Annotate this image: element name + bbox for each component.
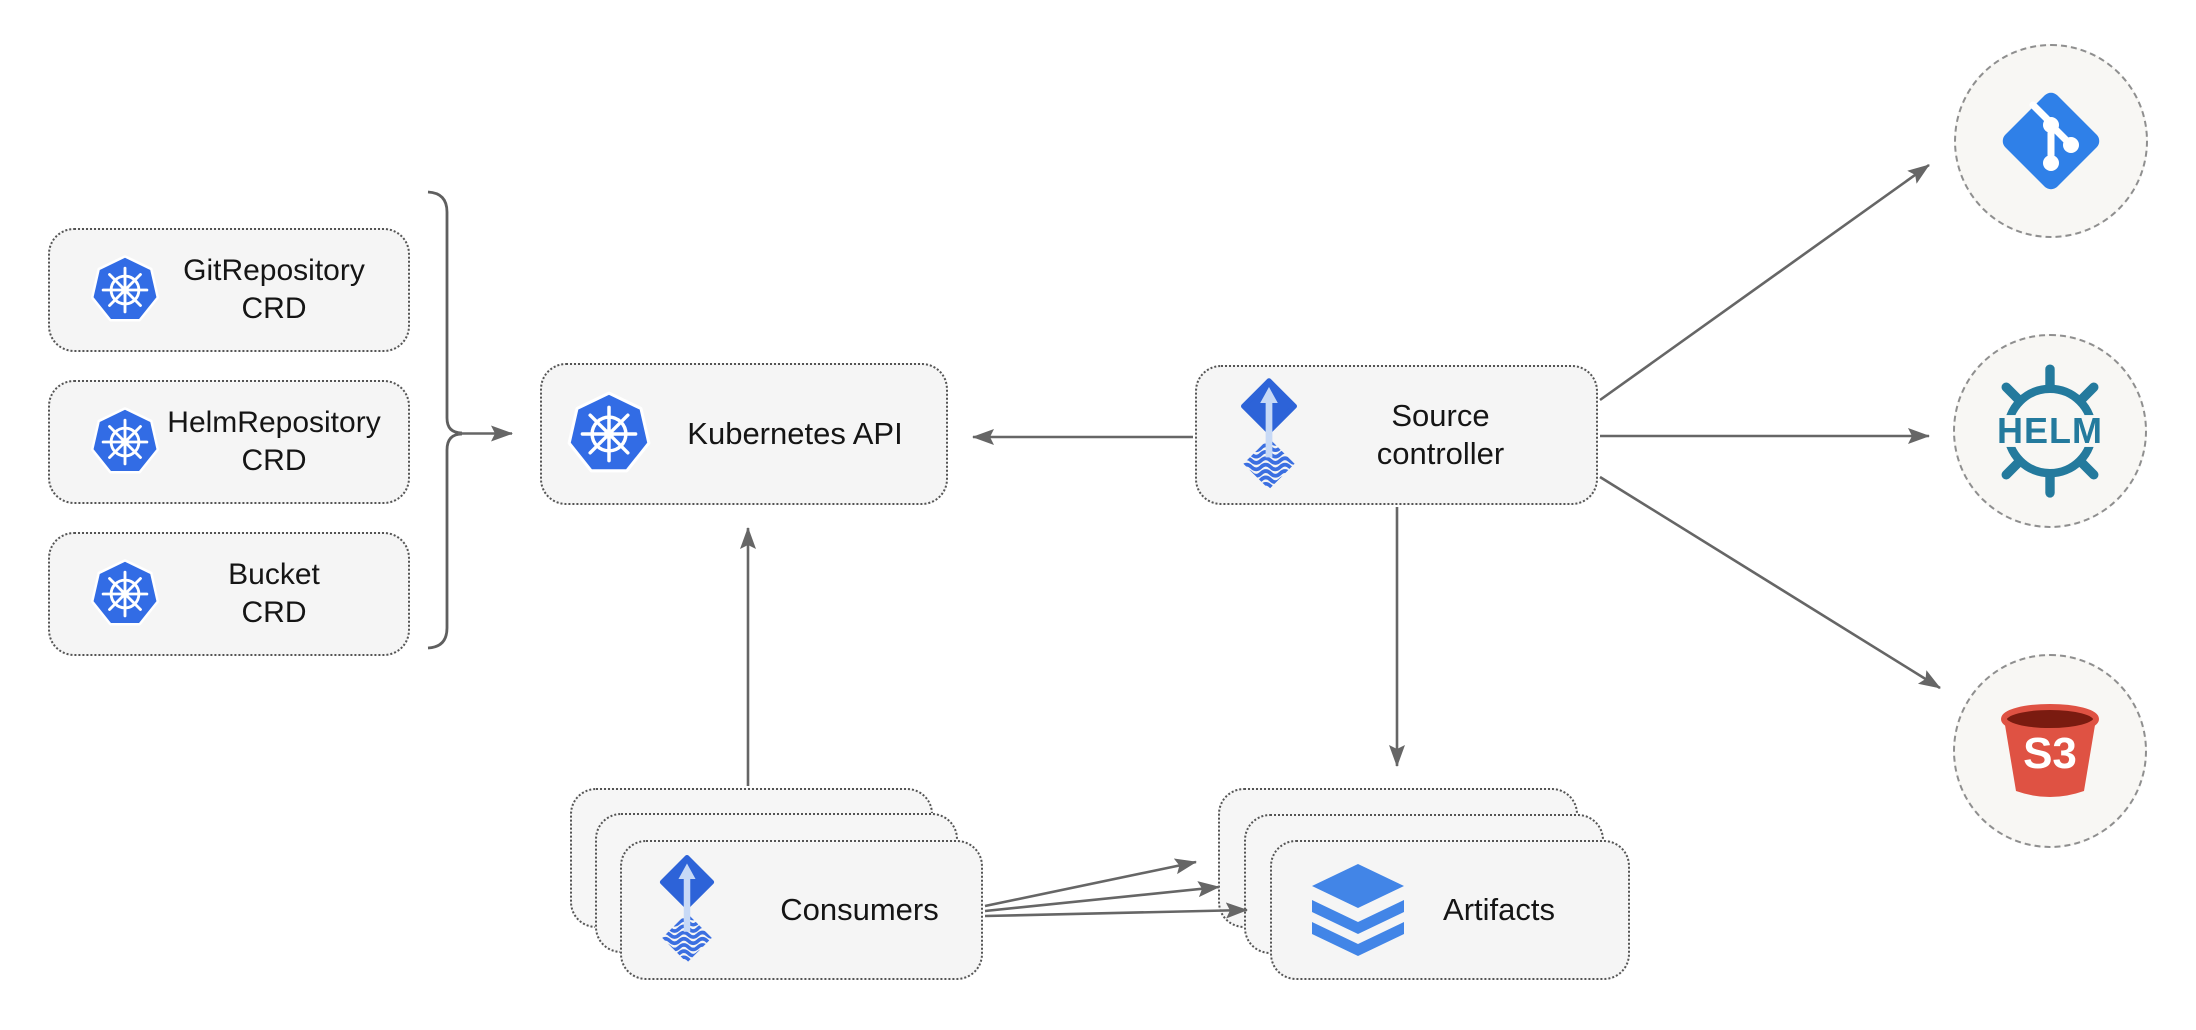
artifacts-label: Artifacts	[1443, 892, 1555, 927]
external-git-repository	[1954, 44, 2148, 238]
s3-bucket-icon: S3	[1975, 676, 2125, 826]
helm-icon: HELM	[1975, 356, 2125, 506]
node-artifacts: Artifacts	[1270, 840, 1630, 980]
kubernetes-icon	[88, 405, 162, 479]
consumers-label: Consumers	[780, 892, 939, 927]
s3-label: S3	[2023, 729, 2077, 778]
kubernetes-icon	[88, 557, 162, 631]
git-icon	[1976, 66, 2126, 216]
kubernetes-icon	[564, 389, 654, 479]
node-kubernetes-api: Kubernetes API	[540, 363, 948, 505]
flux-source-controller-icon	[1237, 375, 1301, 495]
flux-consumers-icon	[656, 852, 718, 968]
external-helm-repository: HELM	[1953, 334, 2147, 528]
helm-label: HELM	[1997, 410, 2103, 451]
kubernetes-icon	[88, 253, 162, 327]
node-consumers: Consumers	[620, 840, 983, 980]
layers-icon	[1306, 858, 1410, 962]
external-s3-bucket: S3	[1953, 654, 2147, 848]
kubernetes-api-label: Kubernetes API	[687, 416, 903, 451]
